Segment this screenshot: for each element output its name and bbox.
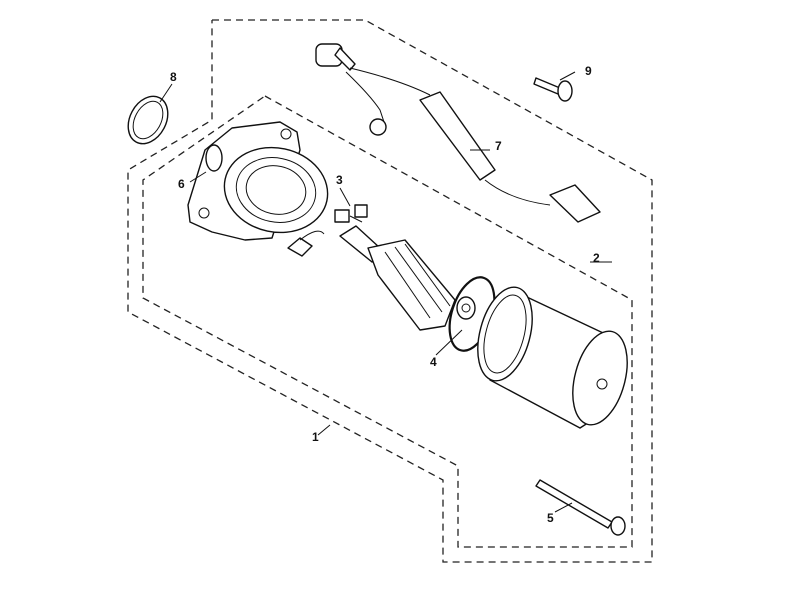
lead-wire-icon [315, 43, 601, 223]
callout-9: 9 [585, 64, 592, 78]
front-bracket-icon [187, 121, 329, 241]
callout-2: 2 [593, 251, 600, 265]
callout-5: 5 [547, 511, 554, 525]
callout-4: 4 [430, 355, 437, 369]
callout-7: 7 [495, 139, 502, 153]
assembly-2-outline [142, 95, 633, 548]
large-o-ring-icon [127, 95, 169, 145]
long-bolt-icon [535, 479, 626, 536]
callout-1: 1 [312, 430, 319, 444]
leader-lines [159, 71, 612, 513]
callout-3: 3 [336, 173, 343, 187]
callout-8: 8 [170, 70, 177, 84]
callout-6: 6 [178, 177, 185, 191]
flange-bolt-icon [533, 77, 573, 102]
assembly-1-outline [127, 19, 653, 563]
motor-yoke-icon [477, 286, 628, 429]
brush-set-icon [287, 204, 368, 257]
armature-icon [339, 225, 476, 331]
